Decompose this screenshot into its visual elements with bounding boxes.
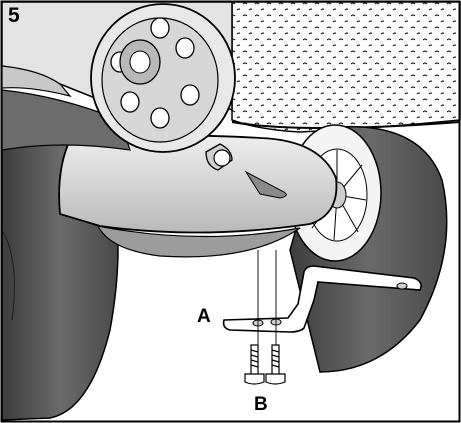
bolt-b-right [265, 344, 286, 385]
bracket-hole-3 [396, 282, 408, 290]
deck-slot [244, 170, 287, 199]
pulley-holes [110, 17, 200, 129]
front-tire-tread [1, 229, 16, 321]
callout-b-bolts: B [254, 394, 268, 415]
step-number: 5 [8, 4, 20, 27]
pivot-bolt-head [213, 149, 231, 167]
mower-deck [58, 134, 338, 234]
perforated-panel [231, 1, 461, 133]
chassis-lip [1, 65, 72, 98]
alignment-lines [257, 250, 277, 345]
bolt-b-left [244, 344, 265, 385]
bracket-a [222, 265, 422, 333]
deck-shadow [96, 225, 301, 258]
pulley-bore [129, 50, 151, 74]
callout-a-bracket: A [197, 306, 211, 327]
under-frame [1, 89, 131, 151]
